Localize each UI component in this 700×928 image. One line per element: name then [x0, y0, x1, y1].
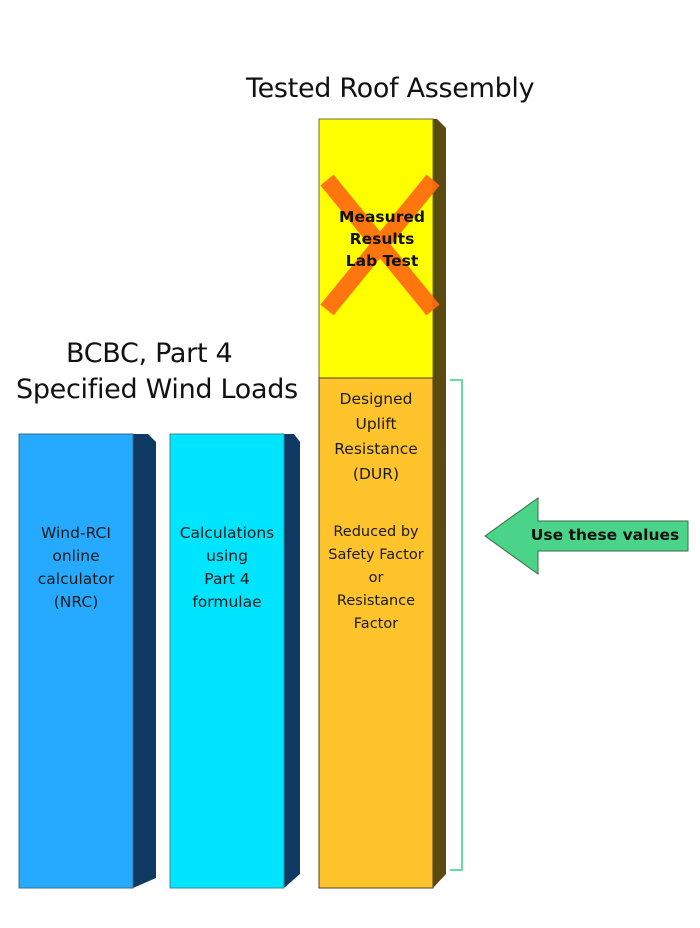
reduction-line: Resistance — [336, 593, 416, 609]
calculations-line: formulae — [192, 593, 262, 611]
reduction-line: Safety Factor — [328, 547, 424, 563]
wind-rci-bar — [18, 433, 156, 889]
dur-line: Resistance — [334, 440, 418, 458]
wind-rci-bar-front — [18, 433, 134, 889]
dur-line: (DUR) — [352, 465, 400, 483]
tested-bar-bottom-section — [318, 377, 434, 889]
reduction-line: Factor — [353, 616, 399, 632]
wind-rci-line: online — [52, 547, 100, 565]
calculations-label: Calculations using Part 4 formulae — [170, 522, 284, 614]
calculations-line: using — [206, 547, 248, 565]
measured-line: Lab Test — [345, 252, 419, 270]
arrow-label: Use these values — [530, 526, 680, 544]
reduction-line: or — [368, 570, 384, 586]
tested-bar-side — [433, 119, 446, 888]
calculations-bar — [169, 433, 300, 889]
wind-rci-line: calculator — [37, 570, 115, 588]
calculations-line: Calculations — [179, 524, 275, 542]
measured-line: Results — [349, 230, 415, 248]
wind-rci-line: Wind-RCI — [41, 524, 111, 542]
bracket — [450, 379, 463, 871]
dur-label: Designed Uplift Resistance (DUR) — [319, 387, 433, 487]
reduction-label: Reduced by Safety Factor or Resistance F… — [319, 521, 433, 636]
dur-line: Designed — [339, 390, 413, 408]
tested-roof-title: Tested Roof Assembly — [246, 73, 535, 104]
tested-roof-bar — [318, 118, 446, 889]
calculations-bar-front — [169, 433, 285, 889]
reduction-line: Reduced by — [333, 524, 419, 540]
wind-rci-label: Wind-RCI online calculator (NRC) — [19, 522, 133, 614]
measured-line: Measured — [339, 208, 425, 226]
bcbc-title-line2: Specified Wind Loads — [16, 374, 298, 405]
dur-line: Uplift — [355, 415, 397, 433]
x-mark-icon — [320, 174, 440, 316]
wind-rci-bar-side — [133, 434, 156, 888]
left-arrow-icon — [484, 497, 689, 575]
wind-rci-line: (NRC) — [53, 593, 99, 611]
calculations-line: Part 4 — [204, 570, 250, 588]
bcbc-title-line1: BCBC, Part 4 — [66, 338, 233, 369]
measured-results-label: Measured Results Lab Test — [322, 206, 442, 272]
calculations-bar-side — [284, 434, 300, 888]
